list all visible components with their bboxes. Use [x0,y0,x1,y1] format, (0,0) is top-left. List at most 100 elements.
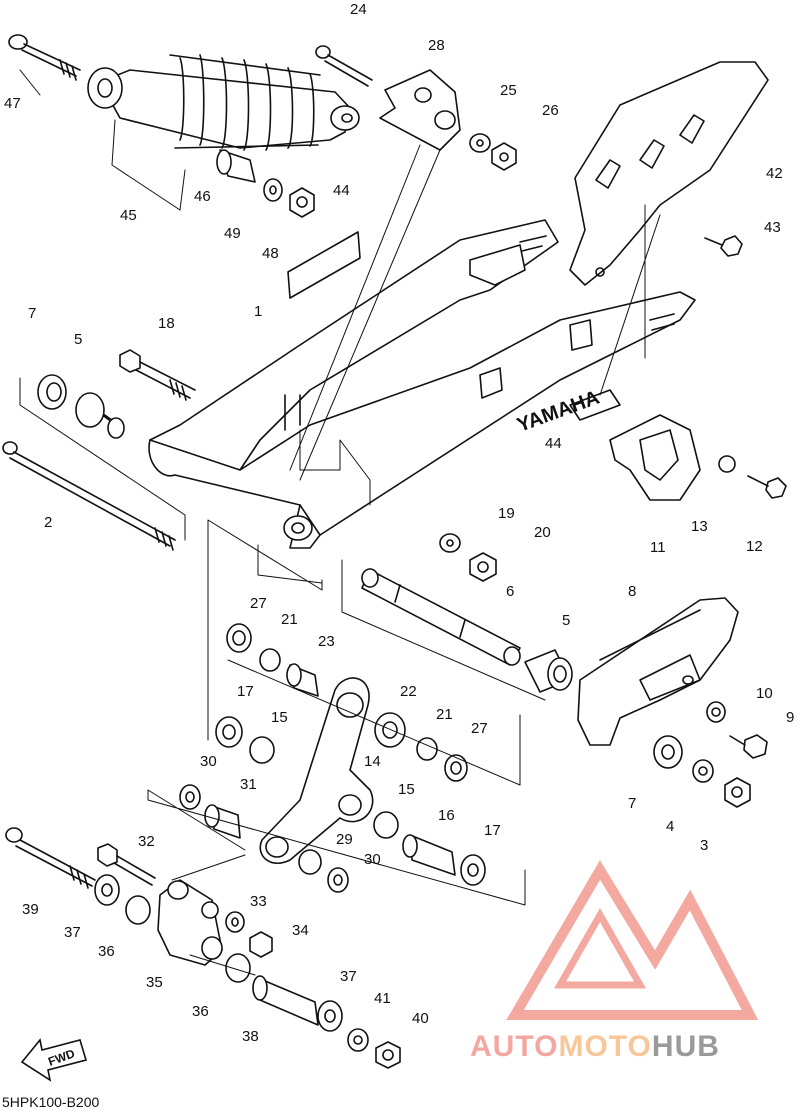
washer-49 [263,178,283,202]
collar-16 [402,834,456,876]
callout-9: 9 [786,709,794,726]
relay-arm-14 [259,677,374,865]
adjuster-7-right [653,735,683,769]
collar-38 [252,975,319,1026]
callout-4: 4 [666,818,674,835]
callout-45: 45 [120,207,137,224]
callout-38: 38 [242,1028,259,1045]
callout-44-top: 44 [333,182,350,199]
shock-bolt-24 [315,45,373,87]
callout-36-lower: 36 [192,1003,209,1020]
washer-19 [439,533,461,553]
callout-27-right: 27 [471,720,488,737]
callout-8: 8 [628,583,636,600]
callout-46: 46 [194,188,211,205]
callout-35: 35 [146,974,163,991]
bush-15-left [249,736,275,764]
callout-47: 47 [4,95,21,112]
collar-36-lower [225,953,251,983]
callout-7-left: 7 [28,305,36,322]
watermark-part-1: AUTO [470,1030,559,1063]
callout-25: 25 [500,82,517,99]
callout-21-left: 21 [281,611,298,628]
bush-21-left [259,648,281,672]
bush-5-right [524,649,573,693]
callout-41: 41 [374,990,391,1007]
callout-15-right: 15 [398,781,415,798]
brand-lettering: YAMAHA [514,387,602,437]
callout-49: 49 [224,225,241,242]
washer-25 [469,133,491,153]
watermark-part-2: MOTO [558,1030,652,1063]
washer-33 [225,911,245,933]
callout-labels: 24 28 47 25 26 42 46 44 45 49 43 48 7 1 … [4,1,794,1045]
connecting-rod-35 [157,879,223,966]
callout-32: 32 [138,833,155,850]
washer-37-left [94,874,120,906]
bush-15-right [373,811,399,839]
callout-16: 16 [438,807,455,824]
automotohub-logo [506,860,759,1020]
callout-40: 40 [412,1010,429,1027]
oil-seal-17-right [460,854,486,886]
bush-5-left [75,392,125,439]
bush-22 [374,712,406,748]
collar-36-upper [125,895,151,925]
washer-30-right [327,867,349,893]
nut-26 [491,142,517,171]
callout-37-left: 37 [64,924,81,941]
oil-seal-7-left [37,374,67,410]
callout-17-right: 17 [484,822,501,839]
callout-1: 1 [254,303,262,320]
collar-31 [204,804,241,839]
bolt-9 [729,734,768,759]
callout-48: 48 [262,245,279,262]
decal-44 [287,231,361,299]
bracket-28 [379,69,461,151]
callout-14: 14 [364,753,381,770]
washer-37-right [317,1000,343,1032]
bush-29 [298,849,322,875]
callout-26: 26 [542,102,559,119]
callout-21-right: 21 [436,706,453,723]
part-code: 5HPK100-B200 [2,1094,100,1110]
callout-29: 29 [336,831,353,848]
bush-21-right [416,737,438,761]
callout-3: 3 [700,837,708,854]
collar-46 [216,149,256,183]
callout-37-right: 37 [340,968,357,985]
callout-30-left: 30 [200,753,217,770]
rear-shock-absorber [87,54,360,151]
fwd-arrow-icon: FWD [20,1038,88,1082]
oil-seal-17-left [215,716,243,748]
callout-27-left: 27 [250,595,267,612]
washer-41 [347,1028,369,1052]
callout-2: 2 [44,514,52,531]
callout-5-left: 5 [74,331,82,348]
callout-36-upper: 36 [98,943,115,960]
pivot-shaft-2 [2,441,176,551]
callout-34: 34 [292,922,309,939]
callout-43: 43 [764,219,781,236]
nut-48 [289,187,315,218]
nut-20 [469,552,497,582]
callout-44-mid: 44 [545,435,562,452]
washer-30-left [179,784,201,810]
bolt-32 [97,843,156,886]
shock-bolt-47 [8,34,81,81]
callout-5-right: 5 [562,612,570,629]
chain-guide-11 [609,414,701,501]
bolt-18 [119,349,196,401]
callout-28: 28 [428,37,445,54]
collar-23 [286,663,319,697]
callout-42: 42 [766,165,783,182]
washer-10 [706,701,726,723]
callout-39: 39 [22,901,39,918]
bolt-12 [747,475,787,499]
bolt-39 [5,827,96,889]
callout-33: 33 [250,893,267,910]
bolt-43 [704,235,743,257]
washer-4 [692,759,714,783]
nut-34 [249,931,273,958]
